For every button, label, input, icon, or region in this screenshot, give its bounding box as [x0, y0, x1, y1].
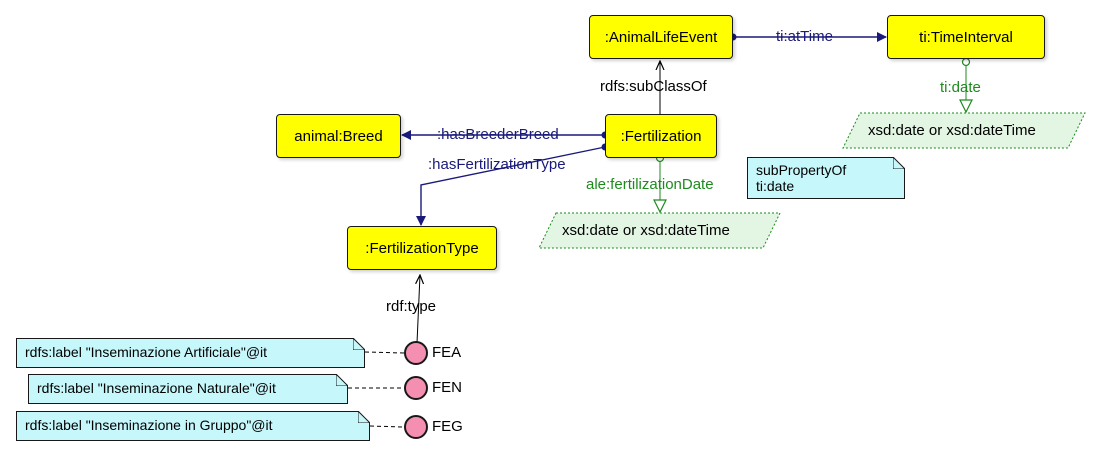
individual-feg-circle[interactable]: [404, 415, 428, 439]
note-fen-label: rdfs:label "Inseminazione Naturale"@it: [28, 374, 348, 404]
label-has-breeder-breed: :hasBreederBreed: [437, 126, 559, 143]
note-fen-fold: [336, 374, 348, 386]
datatype-fertilization-date-text: xsd:date or xsd:dateTime: [562, 222, 730, 239]
edge-rdf-type: [417, 275, 420, 344]
edge-ti-date: [959, 57, 973, 114]
class-fertilization-type[interactable]: :FertilizationType: [347, 226, 497, 270]
class-time-interval[interactable]: ti:TimeInterval: [887, 15, 1045, 59]
class-animal-breed[interactable]: animal:Breed: [276, 114, 401, 158]
label-has-fertilization-type: :hasFertilizationType: [428, 156, 566, 173]
edge-fertilization-date-arrowhead: [653, 199, 667, 214]
label-at-time: ti:atTime: [776, 28, 833, 45]
individual-fea-circle[interactable]: [404, 341, 428, 365]
datatype-ti-date-shape: [842, 112, 1086, 149]
edge-ti-date-arrowhead: [959, 99, 973, 114]
edge-ti-date-origin: [961, 57, 971, 67]
class-animal-life-event[interactable]: :AnimalLifeEvent: [589, 15, 733, 59]
note-feg-label: rdfs:label "Inseminazione in Gruppo"@it: [16, 411, 370, 441]
note-subproperty-of: subPropertyOf ti:date: [747, 157, 905, 199]
label-fertilization-date: ale:fertilizationDate: [586, 176, 714, 193]
class-fertilization[interactable]: :Fertilization: [605, 114, 717, 158]
datatype-ti-date-text: xsd:date or xsd:dateTime: [868, 122, 1036, 139]
note-subproperty-line2: ti:date: [756, 178, 795, 194]
note-subproperty-line1: subPropertyOf: [756, 162, 847, 178]
label-ti-date: ti:date: [940, 79, 981, 96]
individual-feg-label: FEG: [432, 418, 463, 435]
note-fea-fold: [353, 338, 365, 350]
note-connector-fea: [364, 351, 405, 354]
label-rdf-type: rdf:type: [386, 298, 437, 315]
note-feg-fold: [358, 411, 370, 423]
individual-fen-label: FEN: [432, 379, 462, 396]
datatype-fertilization-date-shape: [538, 212, 781, 249]
individual-fen-circle[interactable]: [404, 376, 428, 400]
note-fea-label: rdfs:label "Inseminazione Artificiale"@i…: [16, 338, 365, 368]
note-subproperty-fold: [893, 157, 905, 169]
individual-fea-label: FEA: [432, 344, 462, 361]
label-subclass-of: rdfs:subClassOf: [600, 78, 707, 95]
note-connector-feg: [369, 425, 405, 428]
